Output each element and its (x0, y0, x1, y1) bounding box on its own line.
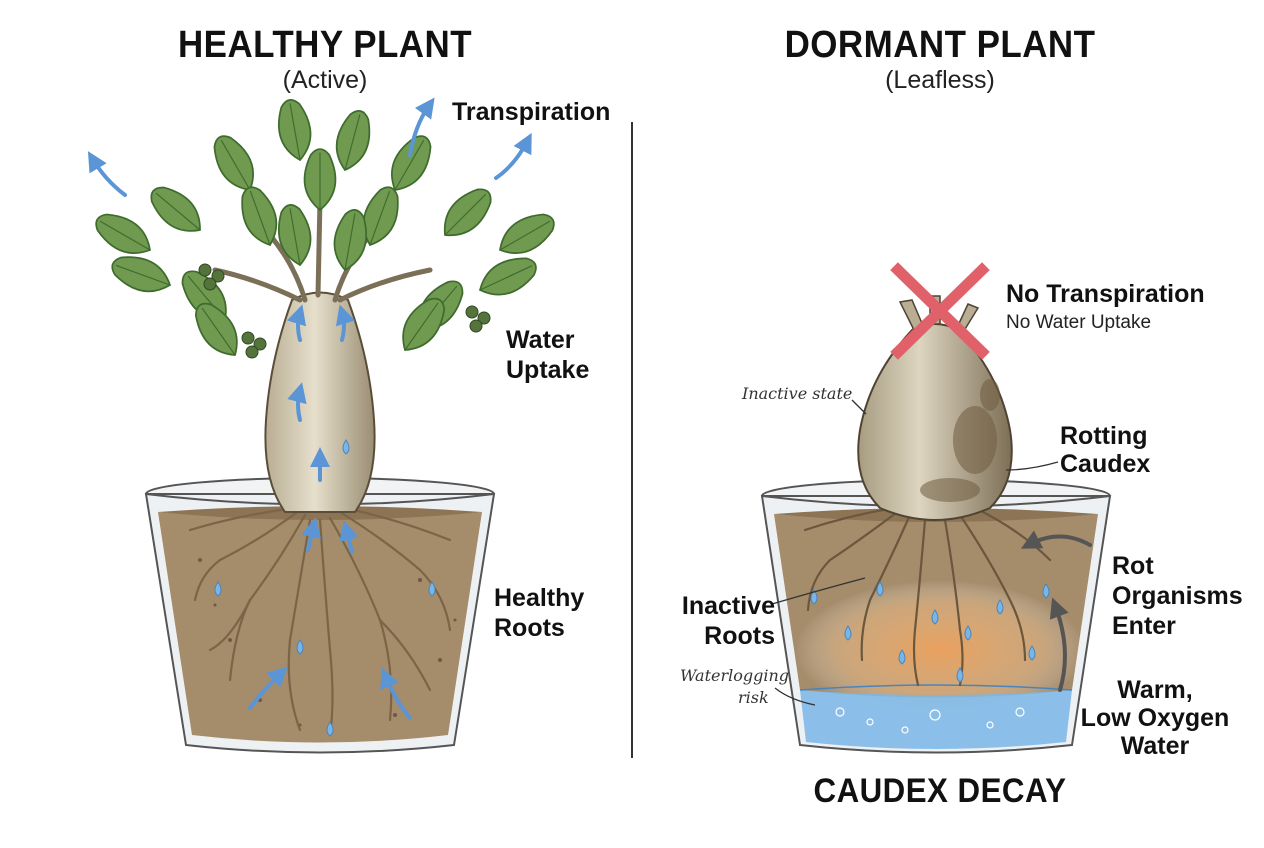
water-uptake-label-line1: Water (506, 326, 575, 354)
leaf-vein (344, 213, 356, 271)
leaf-vein (499, 220, 551, 251)
rotting-caudex-label-line2: Caudex (1060, 450, 1151, 478)
leaf-vein (99, 220, 151, 251)
leaf-vein (155, 192, 201, 231)
rot-organisms-label-line1: Rot (1112, 552, 1154, 580)
waterlogging-note-line2: risk (738, 688, 769, 707)
leaf (213, 135, 254, 191)
leaf-vein (220, 139, 251, 191)
transpiration-label: Transpiration (452, 98, 611, 126)
warm-water-label-line3: Water (1120, 732, 1190, 760)
inactive-state-note: Inactive state (742, 384, 853, 403)
leaf (391, 135, 432, 191)
leaf-vein (249, 190, 271, 246)
leaf-vein (115, 264, 171, 286)
waterlogging-note-line1: Waterlogging (680, 666, 790, 685)
water-uptake-label-line2: Uptake (506, 356, 590, 384)
inactive-roots-label-line1: Inactive (681, 592, 775, 620)
no-water-uptake-label: No Water Uptake (1006, 312, 1152, 333)
dormant-plant-title: DORMANT PLANT (784, 24, 1096, 66)
leaf-vein (201, 307, 236, 356)
healthy-plant-illustration (87, 97, 555, 754)
dormant-plant-subtitle: (Leafless) (885, 66, 995, 94)
rot-organisms-label-line2: Organisms (1112, 582, 1243, 610)
leaf-vein (289, 208, 301, 266)
healthy-roots-label-line1: Healthy (494, 584, 585, 612)
leaf-vein (369, 190, 391, 246)
healthy-plant-subtitle: (Active) (282, 66, 368, 94)
caudex-decay-footer: CAUDEX DECAY (813, 772, 1067, 810)
rotting-caudex-label-line1: Rotting (1060, 422, 1148, 450)
leaf-vein (344, 114, 361, 171)
warm-water-label-line2: Low Oxygen (1080, 704, 1230, 732)
dormant-plant-illustration (760, 262, 1112, 754)
warm-water-label-line1: Warm, (1117, 676, 1193, 704)
rot-organisms-label-line3: Enter (1112, 612, 1176, 640)
healthy-plant-title: HEALTHY PLANT (177, 24, 473, 66)
leaf-vein (289, 103, 301, 161)
inactive-roots-label-line2: Roots (704, 622, 775, 650)
leaf-vein (479, 265, 533, 291)
leaf (499, 213, 555, 254)
leaf-vein (444, 193, 487, 236)
no-transpiration-label: No Transpiration (1006, 280, 1205, 308)
leaf (95, 213, 151, 254)
leaf-vein (394, 139, 425, 191)
leaf-vein (404, 302, 439, 351)
healthy-roots-label-line2: Roots (494, 614, 565, 642)
